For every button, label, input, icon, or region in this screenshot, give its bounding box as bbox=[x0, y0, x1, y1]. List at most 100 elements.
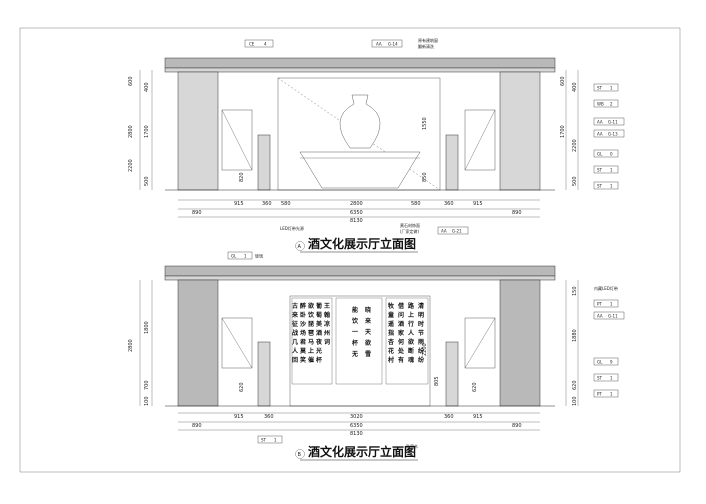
calligraphy-char: 有 bbox=[398, 356, 404, 364]
ceiling-slab-b bbox=[164, 265, 556, 277]
calligraphy-char: 欲 bbox=[307, 302, 314, 310]
dim-b-inner-1: 2200 bbox=[422, 343, 428, 356]
svg-text:B: B bbox=[298, 452, 302, 458]
svg-text:PT: PT bbox=[597, 302, 602, 307]
svg-text:1: 1 bbox=[610, 302, 613, 307]
svg-text:G-11: G-11 bbox=[608, 314, 618, 319]
svg-text:ST: ST bbox=[597, 168, 603, 173]
calligraphy-char: 琶 bbox=[308, 329, 314, 337]
calligraphy-char: 牧 bbox=[388, 302, 395, 310]
calligraphy-char: 断 bbox=[408, 347, 414, 355]
vase-feature bbox=[339, 94, 381, 149]
calligraphy-char: 雪 bbox=[365, 350, 371, 358]
callout-a-renew: 翻新清洗 bbox=[418, 43, 434, 49]
callout-a-aa: AA bbox=[376, 42, 382, 47]
calligraphy-char: 人 bbox=[408, 329, 415, 337]
svg-text:PT: PT bbox=[597, 392, 602, 397]
title-elevation-b: 酒文化展示厅立面图 bbox=[308, 444, 416, 459]
callout-b-gl-num: 1 bbox=[244, 254, 247, 259]
calligraphy-char: 处 bbox=[397, 347, 405, 355]
calligraphy-char: 魂 bbox=[408, 356, 414, 364]
dim-b-left-3: 700 bbox=[144, 380, 150, 390]
calligraphy-char: 童 bbox=[388, 311, 394, 319]
calligraphy-char: 无 bbox=[351, 351, 358, 358]
dim-a-w9: 6350 bbox=[350, 210, 363, 216]
calligraphy-char: 路 bbox=[408, 302, 415, 310]
calligraphy-char: 酒 bbox=[316, 329, 322, 337]
calligraphy-char: 人 bbox=[292, 347, 299, 355]
svg-text:1: 1 bbox=[610, 376, 613, 381]
calligraphy-char: 花 bbox=[388, 347, 394, 355]
dim-a-w8: 890 bbox=[192, 210, 202, 216]
dim-b-w2: 360 bbox=[264, 414, 274, 420]
calligraphy-char: 杯 bbox=[352, 339, 359, 347]
right-pillar-b bbox=[445, 341, 459, 407]
calligraphy-char: 晓 bbox=[365, 306, 371, 314]
calligraphy-char: 美 bbox=[315, 320, 323, 328]
note-b-wood: 防腐木 bbox=[406, 443, 418, 449]
svg-text:GL: GL bbox=[597, 152, 603, 157]
dim-a-inner-2: 1550 bbox=[422, 117, 428, 130]
dim-a-total: 8130 bbox=[350, 218, 363, 224]
callout-a-ce: CE bbox=[249, 42, 255, 47]
callout-a-ce-num: 4 bbox=[264, 42, 267, 47]
calligraphy-char: 夜 bbox=[315, 338, 323, 346]
calligraphy-char: 来 bbox=[292, 311, 299, 319]
calligraphy-char: 战 bbox=[292, 329, 298, 337]
dim-b-right-2: 1880 bbox=[572, 329, 578, 342]
calligraphy-char: 笑 bbox=[300, 356, 306, 364]
dim-b-w7: 6350 bbox=[350, 423, 363, 429]
right-wall-panel-a bbox=[499, 71, 541, 191]
calligraphy-char: 饮 bbox=[307, 311, 315, 319]
ceiling-trim-a bbox=[164, 67, 556, 73]
calligraphy-char: 一 bbox=[352, 329, 358, 336]
calligraphy-char: 纷 bbox=[418, 356, 424, 364]
calligraphy-char: 催 bbox=[308, 356, 314, 364]
calligraphy-char: 场 bbox=[300, 329, 306, 337]
calligraphy-char: 何 bbox=[398, 338, 404, 346]
section-marker-a bbox=[295, 241, 305, 251]
calligraphy-char: 征 bbox=[291, 320, 298, 328]
calligraphy-char: 光 bbox=[315, 347, 322, 355]
svg-text:1: 1 bbox=[610, 392, 613, 397]
dim-b-w8: 890 bbox=[512, 423, 522, 429]
elevation-a: 600 400 2800 1700 2200 500 600 400 1700 … bbox=[128, 37, 625, 253]
calligraphy-char: 王 bbox=[324, 303, 330, 310]
note-a-led: LED灯带光源 bbox=[280, 225, 304, 231]
calligraphy-char: 翰 bbox=[324, 311, 330, 319]
calligraphy-char: 来 bbox=[365, 317, 372, 325]
dim-a-left-2: 400 bbox=[144, 82, 150, 92]
calligraphy-char: 马 bbox=[308, 338, 314, 346]
calligraphy-char: 卧 bbox=[300, 311, 306, 319]
calligraphy-char: 词 bbox=[324, 338, 330, 346]
dim-b-left-4: 100 bbox=[144, 396, 150, 406]
dim-b-w4: 360 bbox=[444, 414, 454, 420]
calligraphy-panel-left bbox=[291, 297, 333, 385]
display-counter bbox=[299, 151, 421, 189]
title-elevation-a: 酒文化展示厅立面图 bbox=[308, 236, 416, 251]
dim-a-w3: 580 bbox=[281, 201, 291, 207]
dim-b-inner-3: 805 bbox=[434, 376, 440, 386]
calligraphy-char: 上 bbox=[408, 311, 414, 319]
dim-a-left-1: 600 bbox=[128, 76, 134, 86]
svg-text:G-11: G-11 bbox=[608, 120, 618, 125]
callout-a-aa-num: G-14 bbox=[388, 42, 398, 47]
tag-b-bottom: ST bbox=[261, 438, 267, 443]
note-a-custom: (厂家定做) bbox=[400, 228, 420, 234]
svg-text:G-13: G-13 bbox=[608, 132, 618, 137]
dim-a-left-6: 500 bbox=[144, 176, 150, 186]
dim-a-right-5: 500 bbox=[572, 176, 578, 186]
calligraphy-char: 州 bbox=[323, 330, 330, 337]
callout-b-glass: 玻璃 bbox=[255, 253, 263, 259]
calligraphy-char: 琵 bbox=[308, 320, 314, 328]
dim-b-right-1: 150 bbox=[572, 286, 578, 296]
calligraphy-char: 葡 bbox=[315, 302, 322, 310]
right-pillar-a bbox=[445, 134, 459, 191]
left-wall-b bbox=[177, 279, 219, 407]
dim-b-w6: 890 bbox=[192, 423, 202, 429]
right-wall-b bbox=[499, 279, 541, 407]
